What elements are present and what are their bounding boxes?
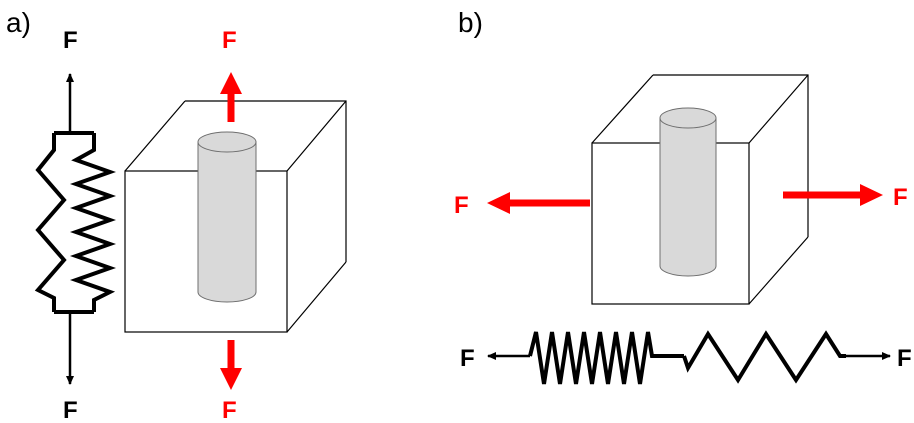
panel-b-fiber-body <box>659 118 717 277</box>
panel-a-cube-edge-br <box>286 261 347 333</box>
panel-b-cube-edge-tl <box>591 74 654 144</box>
panel-b-left-force-label: F <box>460 345 475 372</box>
panel-a-cube-edge-tr <box>286 100 347 172</box>
panel-a-cube-edge-tl <box>124 100 186 172</box>
panel-a-parallel-spring-model: F F <box>34 27 117 423</box>
panel-b-left-load-label: F <box>454 192 469 219</box>
panel-b-series-spring-model: F F <box>460 330 912 385</box>
panel-b-right-load-label: F <box>893 184 908 211</box>
panel-a-composite-cube: F F <box>124 27 347 423</box>
panel-a-left-spring <box>34 133 67 312</box>
panel-b-composite-cube: F F <box>454 74 908 305</box>
panel-a-fiber-body <box>197 142 257 303</box>
panel-a-top-load-arrow-head <box>220 72 242 94</box>
panel-b-fiber-cylinder <box>659 107 717 277</box>
panel-b-left-load-arrow-head <box>487 192 510 214</box>
panel-a-top-force-label: F <box>63 27 78 54</box>
panel-b-cube-edge-tr <box>748 74 809 144</box>
panel-b-sparse-spring <box>682 330 846 384</box>
panel-a-fiber-cylinder <box>197 131 257 303</box>
panel-a-bottom-force-label: F <box>63 397 78 423</box>
panel-b-label: b) <box>458 7 483 38</box>
panel-b-fiber-top <box>659 107 717 129</box>
panel-a-right-spring <box>69 133 117 312</box>
panel-b-dense-spring <box>528 331 684 385</box>
panel-b-cube-edge-br <box>748 236 809 305</box>
panel-b-right-load-arrow-head <box>860 184 883 206</box>
panel-a-bottom-load-label: F <box>222 397 237 423</box>
panel-b-right-force-label: F <box>897 345 912 372</box>
panel-a-bottom-load-arrow-head <box>220 368 242 390</box>
panel-a-top-load-label: F <box>222 27 237 54</box>
panel-a-fiber-top <box>197 131 257 153</box>
panel-a-label: a) <box>6 7 31 38</box>
